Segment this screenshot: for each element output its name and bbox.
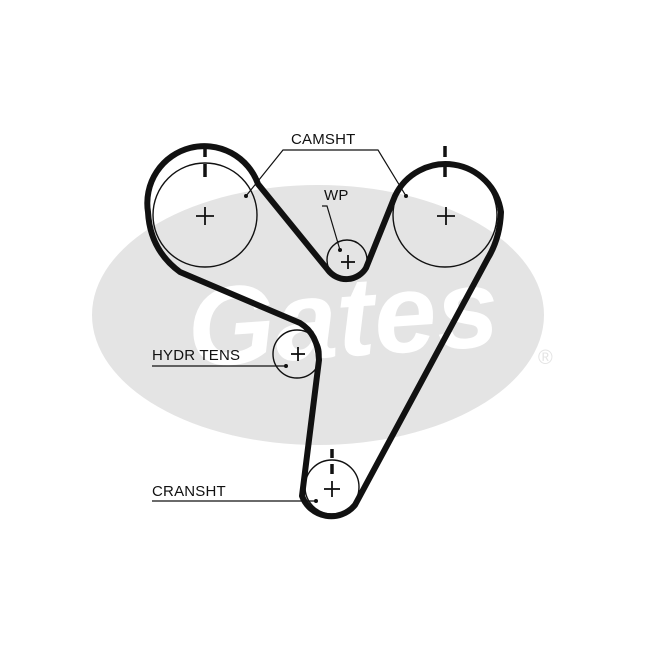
camshaft-left-dot bbox=[244, 194, 248, 198]
camshaft-right-dot bbox=[404, 194, 408, 198]
camshaft-leader-line bbox=[245, 149, 407, 197]
tensioner-center-plus bbox=[291, 347, 305, 361]
gates-logo-watermark: Gates ® bbox=[92, 185, 553, 445]
wp-center-plus bbox=[341, 255, 355, 269]
logo-ellipse bbox=[92, 185, 544, 445]
hydr-tens-dot bbox=[284, 364, 288, 368]
wp-dot bbox=[338, 248, 342, 252]
wp-leader-line bbox=[322, 205, 341, 251]
right-cam-center-plus bbox=[437, 207, 455, 225]
cransht-dot bbox=[314, 499, 318, 503]
camshaft-label: CAMSHT bbox=[291, 131, 356, 148]
crank-center-plus bbox=[324, 481, 340, 497]
registered-mark: ® bbox=[538, 347, 553, 369]
timing-belt bbox=[144, 143, 504, 520]
crankshaft-label: CRANSHT bbox=[152, 483, 226, 500]
left-cam-center-plus bbox=[196, 207, 214, 225]
left-camshaft-pulley bbox=[152, 162, 258, 268]
water-pump-label: WP bbox=[324, 187, 349, 204]
hydraulic-tensioner-label: HYDR TENS bbox=[152, 347, 240, 364]
